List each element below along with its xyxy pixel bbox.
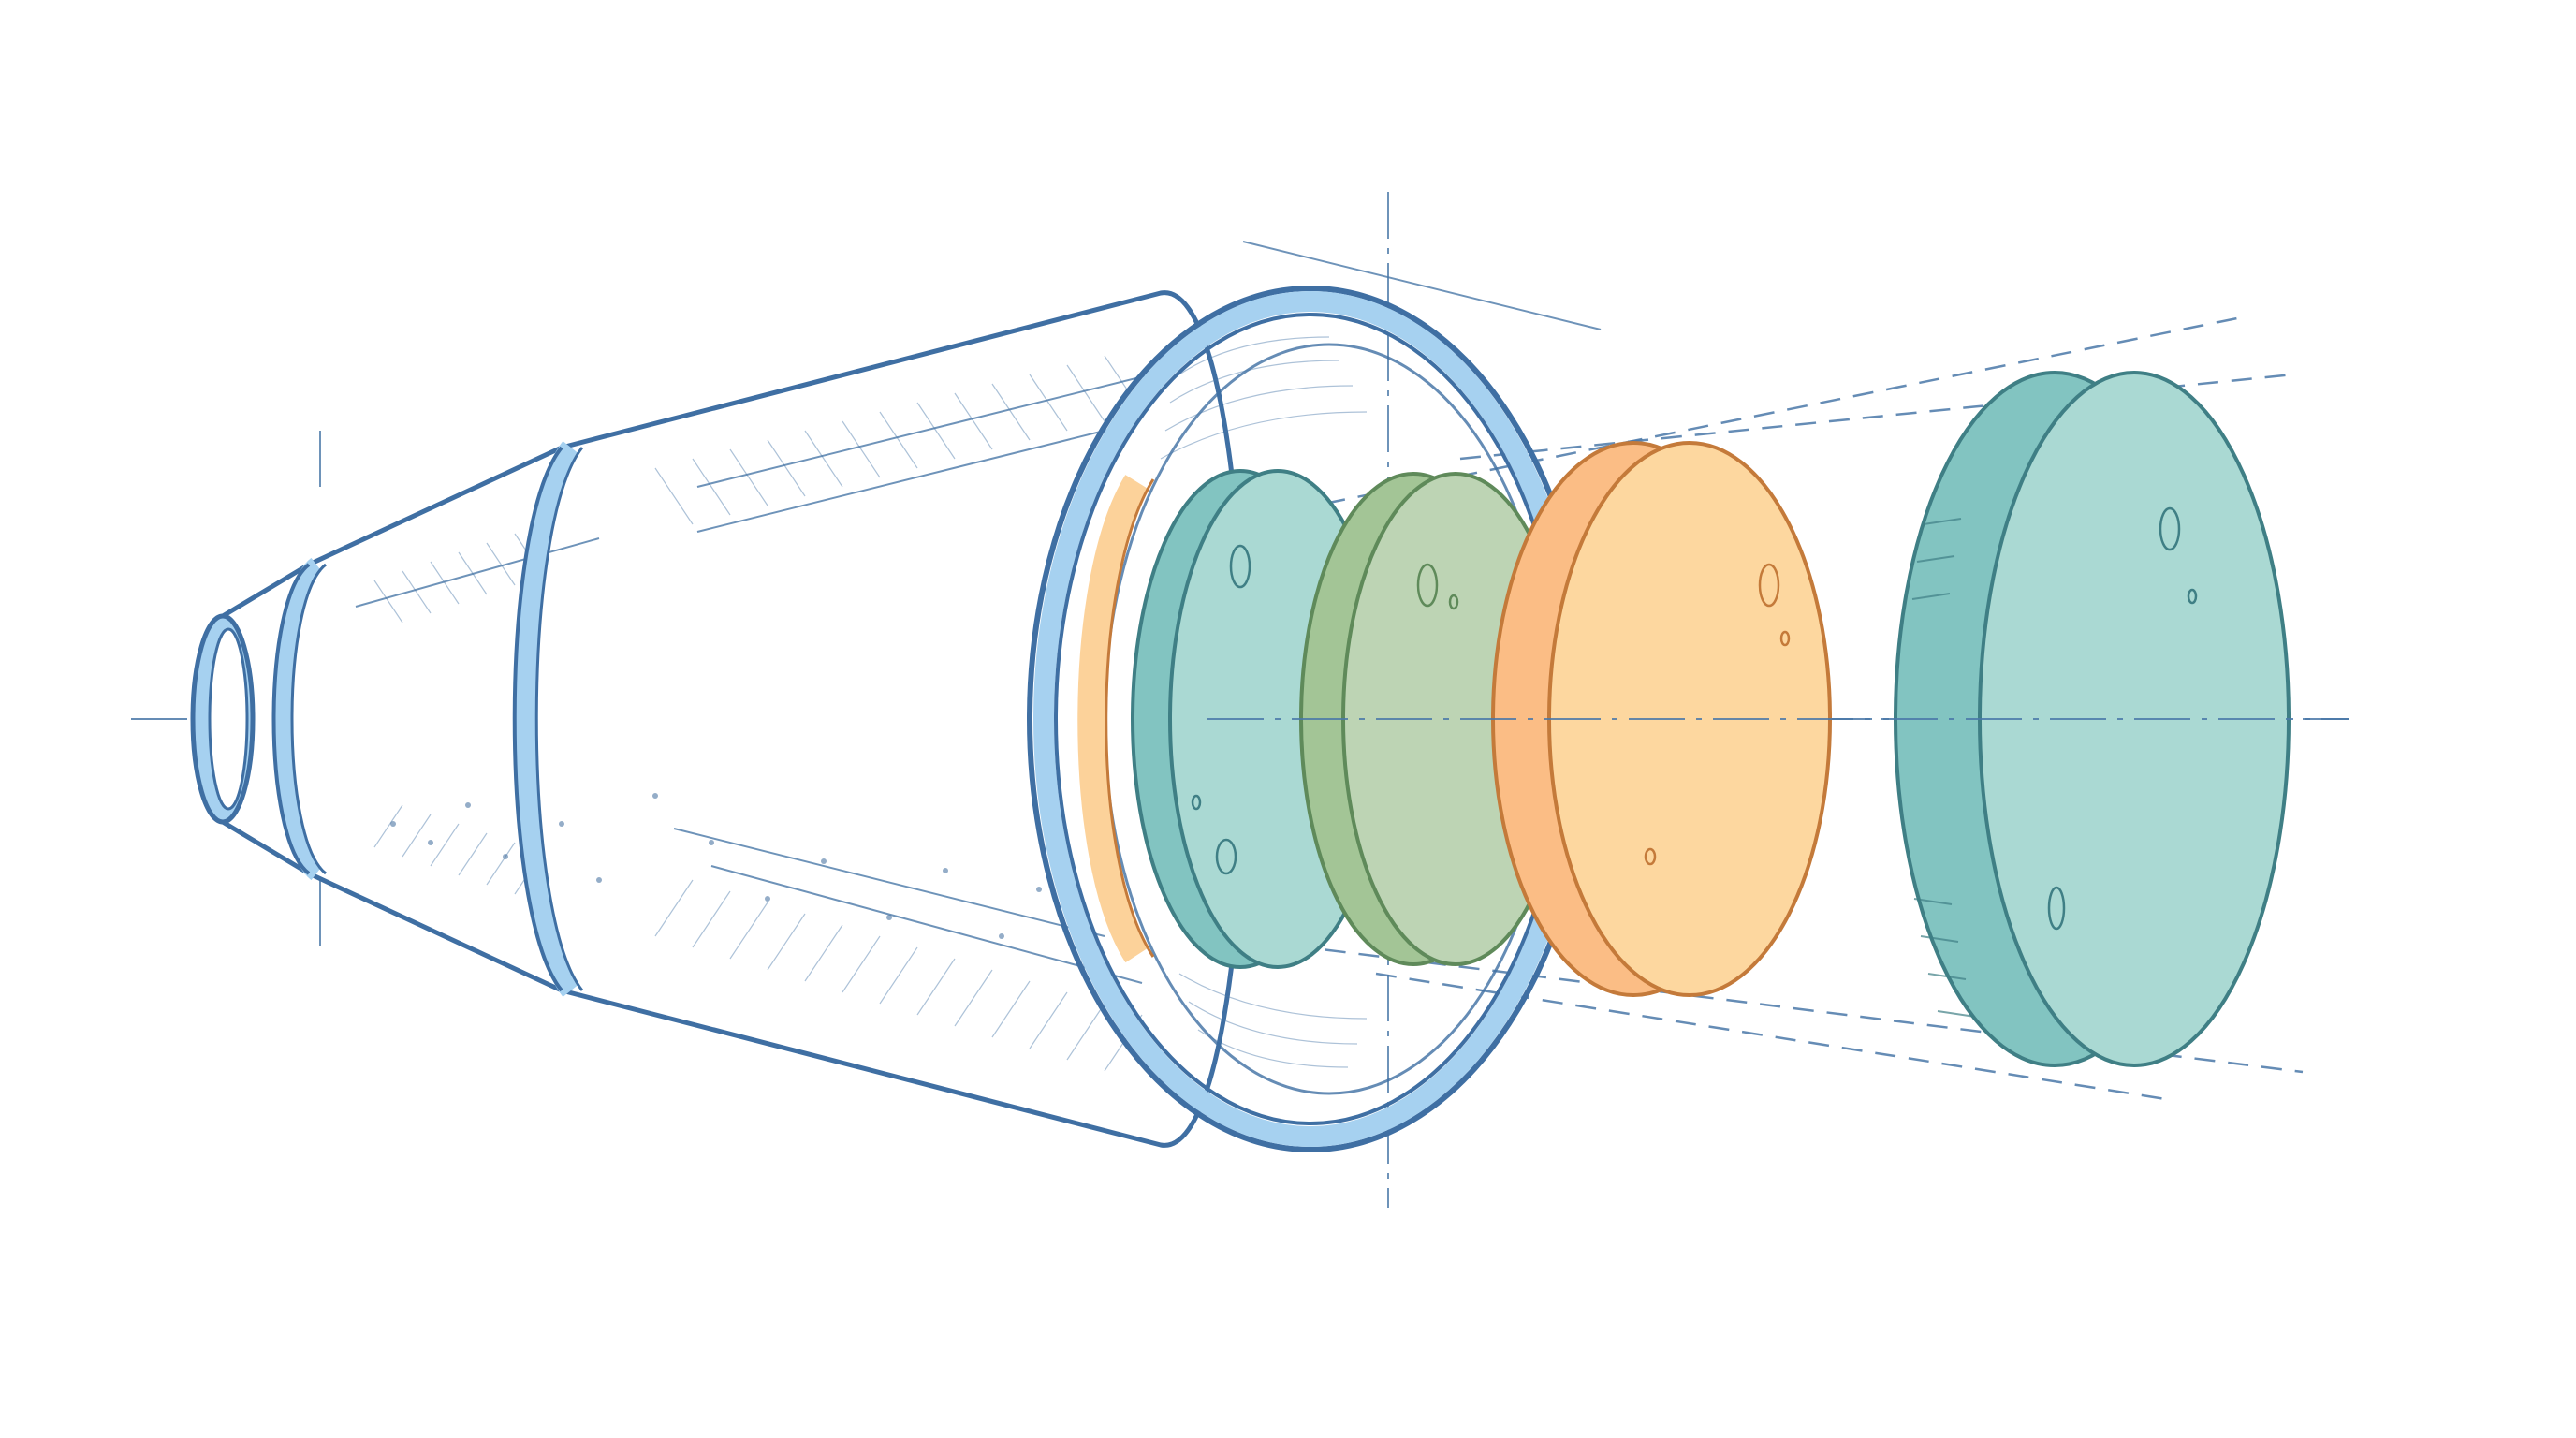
hatching-top [373,355,1143,624]
lens-barrel [190,286,1594,1152]
barrel-ring-mid [515,441,579,997]
hatching-bottom [373,804,1143,1072]
barrel-ring-step [274,557,323,881]
inner-orange-ring [1077,475,1149,963]
